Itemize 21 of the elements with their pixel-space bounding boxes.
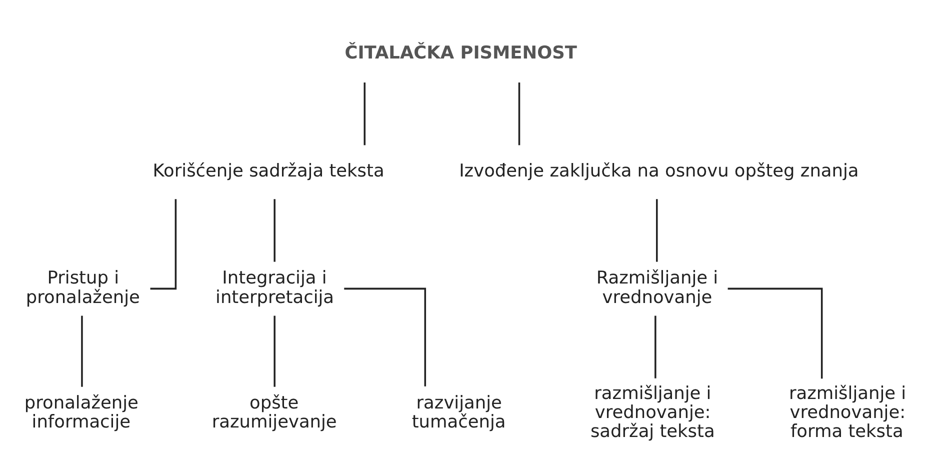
- connector: [274, 315, 276, 386]
- node-text: Integracija i interpretacija: [216, 268, 334, 308]
- node-text: Korišćenje sadržaja teksta: [152, 161, 384, 182]
- node-text: pronalaženje informacije: [24, 392, 138, 432]
- connector: [654, 315, 656, 378]
- connector: [656, 198, 658, 262]
- connector: [518, 82, 520, 145]
- node-text: razmišljanje i vrednovanje: forma teksta: [788, 383, 906, 442]
- connector: [728, 287, 823, 378]
- node-text: Razmišljanje i vrednovanje: [596, 268, 718, 308]
- node-text: Pristup i pronalaženje: [26, 268, 140, 308]
- node-text: opšte razumijevanje: [212, 392, 337, 432]
- node-text: ČITALAČKA PISMENOST: [344, 43, 577, 64]
- connector: [364, 82, 366, 145]
- connector: [344, 287, 426, 386]
- node-text: Izvođenje zaključka na osnovu opšteg znanja: [459, 161, 859, 182]
- connector: [81, 315, 83, 386]
- connector: [150, 198, 177, 290]
- node-text: razmišljanje i vrednovanje: sadržaj teksta: [590, 383, 715, 442]
- connector: [274, 198, 276, 262]
- node-text: razvijanje tumačenja: [412, 392, 506, 432]
